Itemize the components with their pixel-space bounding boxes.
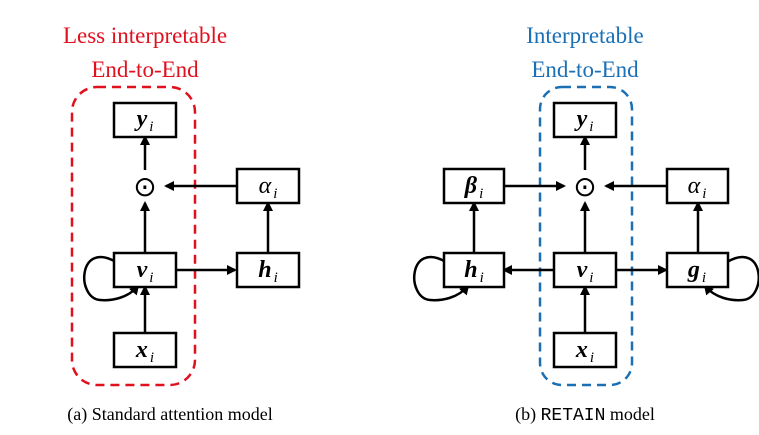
svg-text:αi: αi (688, 173, 707, 202)
svg-text:vi: vi (577, 257, 594, 286)
node-v-sub: i (589, 270, 593, 286)
node-g-sub: i (702, 270, 706, 286)
svg-text:xi: xi (575, 337, 594, 366)
node-v-sub: i (149, 270, 153, 286)
node-y-symbol: y (574, 106, 588, 132)
svg-text:gi: gi (687, 257, 706, 286)
node-h-sub: i (480, 270, 484, 286)
node-v-symbol: v (137, 257, 148, 283)
svg-text:yi: yi (574, 106, 594, 135)
svg-text:hi: hi (464, 257, 484, 286)
node-x-symbol: x (575, 337, 588, 363)
panel-b-caption-prefix: (b) (515, 404, 541, 425)
odot-operator: ⊙ (573, 170, 596, 203)
node-y-sub: i (589, 119, 593, 135)
node-g-symbol: g (687, 257, 700, 283)
node-alpha-symbol: α (688, 173, 701, 199)
node-x-sub: i (150, 350, 154, 366)
panel-b-caption-mono: RETAIN (541, 406, 606, 426)
panel-b-caption: (b) RETAIN model (515, 404, 655, 426)
panel-b-caption-suffix: model (605, 404, 655, 424)
self-loop-h (413, 255, 470, 302)
svg-text:xi: xi (135, 337, 154, 366)
node-v-symbol: v (577, 257, 588, 283)
panel-a-title-line2: End-to-End (91, 57, 199, 82)
panel-a-title-line1: Less interpretable (63, 23, 227, 48)
node-y-sub: i (149, 119, 153, 135)
svg-text:βi: βi (464, 173, 483, 202)
node-x-symbol: x (135, 337, 148, 363)
node-h-symbol: h (464, 257, 477, 283)
node-x-sub: i (590, 350, 594, 366)
node-beta-symbol: β (464, 173, 478, 199)
panel-a-end-to-end-boundary (70, 85, 197, 387)
node-alpha-symbol: α (259, 173, 272, 199)
node-y-symbol: y (134, 106, 148, 132)
self-loop-g (703, 255, 759, 302)
panel-b-title-line1: Interpretable (526, 23, 643, 48)
svg-text:yi: yi (134, 106, 154, 135)
node-beta-sub: i (479, 186, 483, 202)
panel-b-title-line2: End-to-End (531, 57, 639, 82)
svg-text:αi: αi (259, 173, 278, 202)
svg-text:hi: hi (258, 257, 278, 286)
panel-a-caption: (a) Standard attention model (67, 404, 272, 425)
odot-operator: ⊙ (133, 170, 156, 203)
self-loop-v (83, 255, 140, 302)
svg-text:vi: vi (137, 257, 154, 286)
node-h-sub: i (274, 270, 278, 286)
node-h-symbol: h (258, 257, 271, 283)
panel-b-end-to-end-boundary (538, 85, 634, 387)
node-alpha-sub: i (702, 186, 706, 202)
node-alpha-sub: i (273, 186, 277, 202)
